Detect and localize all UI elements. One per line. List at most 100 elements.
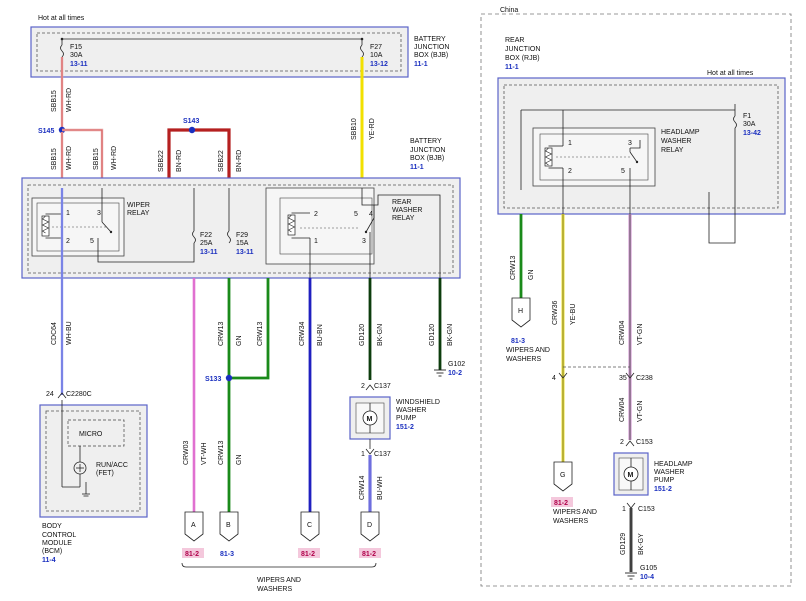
- connector-h-label: H: [518, 308, 523, 315]
- f1-amp: 30A: [743, 121, 756, 128]
- c137-top-label: C137: [374, 383, 391, 390]
- rjb-ref: 11-1: [505, 64, 519, 71]
- rear-relay-pin5: 5: [354, 211, 358, 218]
- rjb-label-2: JUNCTION: [505, 46, 540, 53]
- connector-g: [553, 461, 573, 492]
- f15-ref: 13-11: [70, 61, 88, 68]
- rjb-label-1: REAR: [505, 37, 524, 44]
- wsw-pump-ref: 151-2: [396, 424, 414, 431]
- wire-sbb22: [167, 128, 231, 188]
- ref-b: 81-3: [220, 551, 234, 558]
- f22-amp: 25A: [200, 240, 213, 247]
- f27-ref: 13-12: [370, 61, 388, 68]
- vtgn-label-b: VT-GN: [637, 401, 644, 422]
- splice-s143: [188, 126, 196, 134]
- fet-label: (FET): [96, 470, 114, 477]
- hl-pump-label-2: WASHER: [654, 469, 684, 476]
- wsw-pump-label-1: WINDSHIELD: [396, 399, 440, 406]
- wiper-relay-pin2: 2: [66, 238, 70, 245]
- hl-pump-label-1: HEADLAMP: [654, 461, 693, 468]
- bjb-mid-ref: 11-1: [410, 164, 424, 171]
- f29-ref: 13-11: [236, 249, 254, 256]
- yerd-label: YE-RD: [369, 118, 376, 140]
- f15-name: F15: [70, 44, 82, 51]
- c137-bot-pin: 1: [361, 451, 365, 458]
- hl-relay-pin2: 2: [568, 168, 572, 175]
- rjb-label-3: BOX (RJB): [505, 55, 540, 62]
- whrd-label-a: WH-RD: [66, 88, 73, 112]
- f15-amp: 30A: [70, 52, 83, 59]
- ref-a-bg: [182, 548, 204, 558]
- bjb-top-label-1: BATTERY: [414, 36, 446, 43]
- sbb10-label: SBB10: [351, 118, 358, 140]
- crw03-label: CRW03: [183, 441, 190, 465]
- hl-pump-ref: 151-2: [654, 486, 672, 493]
- bjb-top-box: [30, 26, 409, 78]
- f29-name: F29: [236, 232, 248, 239]
- bkgn-label-a: BK-GN: [377, 324, 384, 346]
- gd129-label: GD129: [620, 533, 627, 555]
- wipers-bottom-2: WASHERS: [257, 586, 292, 593]
- pump-motor-m: M: [367, 416, 373, 423]
- gd120-label-b: GD120: [429, 324, 436, 346]
- c2280c-pin: 24: [46, 391, 54, 398]
- ref-d: 81-2: [362, 551, 376, 558]
- wipers-h-1: WIPERS AND: [506, 347, 550, 354]
- wsw-pump-label-2: WASHER: [396, 407, 426, 414]
- c2280c-label: C2280C: [66, 391, 92, 398]
- wsw-pump-label-3: PUMP: [396, 415, 417, 422]
- connector-d-label: D: [367, 522, 372, 529]
- hl-relay-pin5: 5: [621, 168, 625, 175]
- wipers-g-1: WIPERS AND: [553, 509, 597, 516]
- bkgy-label: BK-GY: [638, 533, 645, 555]
- s145-label: S145: [38, 128, 54, 135]
- c153-bot-pin: 1: [622, 506, 626, 513]
- f29-amp: 15A: [236, 240, 249, 247]
- ref-h: 81-3: [511, 338, 525, 345]
- ref-a: 81-2: [185, 551, 199, 558]
- buwh-label: BU-WH: [377, 476, 384, 500]
- rear-relay-label-1: REAR: [392, 199, 411, 206]
- wiper-relay-label-1: WIPER: [127, 202, 150, 209]
- sbb22-label-b: SBB22: [218, 150, 225, 172]
- g102-ref: 10-2: [448, 370, 462, 377]
- bjb-mid-label-2: JUNCTION: [410, 147, 445, 154]
- hot-at-all-times-left: Hot at all times: [38, 15, 85, 22]
- runacc-label: RUN/ACC: [96, 462, 128, 469]
- bcm-box: [39, 404, 148, 518]
- crw13-r-label: CRW13: [510, 256, 517, 280]
- connector-b-label: B: [226, 522, 231, 529]
- s143-label: S143: [183, 118, 199, 125]
- rear-relay-pin1: 1: [314, 238, 318, 245]
- wiper-relay-pin3: 3: [97, 210, 101, 217]
- bnrd-label-b: BN-RD: [236, 150, 243, 172]
- bjb-top-label-3: BOX (BJB): [414, 52, 448, 59]
- ref-c: 81-2: [301, 551, 315, 558]
- micro-label: MICRO: [79, 431, 103, 438]
- yebu-label: YE-BU: [570, 304, 577, 325]
- cdc64-label: CDC64: [51, 322, 58, 345]
- f27-amp: 10A: [370, 52, 383, 59]
- bcm-label-1: BODY: [42, 523, 62, 530]
- hl-relay-label-1: HEADLAMP: [661, 129, 700, 136]
- bjb-top-ref: 11-1: [414, 61, 428, 68]
- c153-top-pin: 2: [620, 439, 624, 446]
- hl-relay-label-3: RELAY: [661, 147, 684, 154]
- crw04-label-a: CRW04: [619, 321, 626, 345]
- connector-c: [300, 511, 320, 542]
- g102-label: G102: [448, 361, 465, 368]
- bjb-top-label-2: JUNCTION: [414, 44, 449, 51]
- connector-a: [184, 511, 204, 542]
- gn-label-b: GN: [236, 455, 243, 466]
- wiper-relay-label-2: RELAY: [127, 210, 150, 217]
- rear-relay-label-3: RELAY: [392, 215, 415, 222]
- connector-h: [511, 297, 531, 328]
- wipers-h-2: WASHERS: [506, 356, 541, 363]
- whrd-label-b: WH-RD: [66, 146, 73, 170]
- g105-ref: 10-4: [640, 574, 654, 581]
- bcm-label-2: CONTROL: [42, 532, 76, 539]
- sbb15-label-b: SBB15: [51, 148, 58, 170]
- connector-a-label: A: [191, 522, 196, 529]
- rear-washer-relay: [265, 187, 375, 265]
